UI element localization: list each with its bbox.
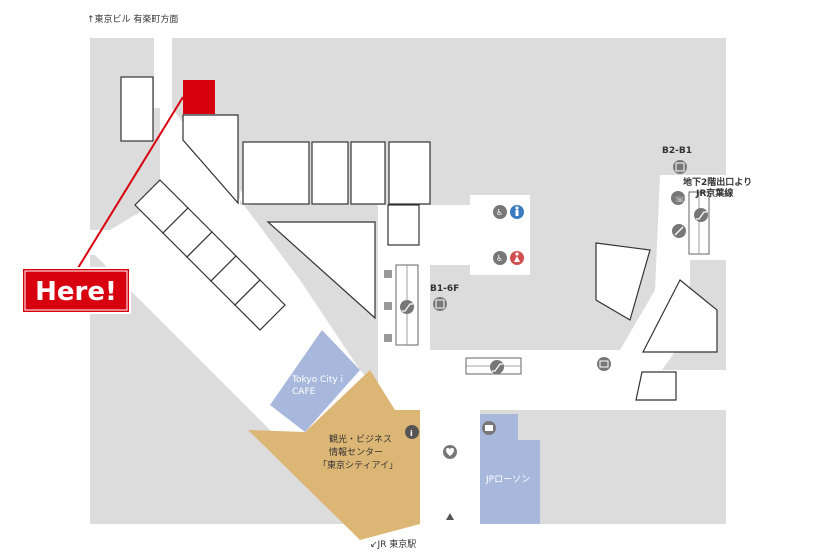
wheelchair-icon: ♿ — [493, 205, 507, 219]
here-pointer-line — [77, 96, 184, 269]
shop-triangle — [266, 221, 376, 320]
cafe-area — [270, 330, 360, 432]
shop-right-3 — [635, 371, 677, 401]
info-center-area — [248, 370, 420, 540]
corridor-upper — [430, 205, 470, 265]
svg-text:☏: ☏ — [675, 195, 685, 204]
b1-6f-label: B1-6F — [430, 284, 459, 294]
info-label-1: 観光・ビジネス — [329, 433, 392, 445]
shop-4 — [311, 141, 349, 205]
wheelchair-icon: ♿ — [493, 251, 507, 265]
cafe-label-2: CAFE — [292, 387, 316, 397]
lawson-label: JPローソン — [485, 475, 530, 485]
escalator-icon — [400, 300, 414, 314]
here-label: Here! — [35, 277, 117, 307]
shop-1 — [120, 76, 154, 142]
b2b1-label: B2-B1 — [662, 146, 692, 156]
svg-text:♿: ♿ — [496, 208, 503, 217]
escalator-icon — [694, 208, 708, 222]
shop-7 — [387, 204, 420, 246]
female-restroom-icon — [510, 251, 524, 265]
elevator-icon — [433, 297, 447, 311]
atm-icon — [672, 224, 686, 238]
locker-icon — [597, 357, 611, 371]
exit-arrow-icon — [446, 513, 454, 520]
bottom-direction-label: ↙JR 東京駅 — [370, 538, 416, 550]
lawson-notch — [518, 414, 542, 440]
information-icon: i — [405, 425, 419, 439]
shop-3 — [242, 141, 310, 205]
elevator-icon — [673, 160, 687, 174]
escalator-right — [688, 191, 710, 255]
shop-right-1 — [595, 242, 651, 321]
here-location — [183, 80, 215, 114]
svg-text:♿: ♿ — [496, 254, 503, 263]
keiyo-label-1: 地下2階出口より — [683, 176, 752, 188]
keiyo-label-2: JR京葉線 — [695, 187, 733, 199]
atm-icon — [482, 421, 496, 435]
exit-corridor — [420, 405, 480, 524]
escalator-icon — [490, 360, 504, 374]
phone-icon: ☏ — [671, 191, 685, 205]
cafe-label-1: Tokyo City i — [291, 375, 343, 385]
here-badge-inner — [24, 270, 128, 311]
shop-6 — [388, 141, 431, 205]
shop-right-2 — [642, 279, 718, 353]
top-direction-label: ↑東京ビル 有楽町方面 — [87, 13, 178, 25]
here-badge — [21, 267, 131, 314]
aed-icon — [443, 445, 457, 459]
shop-2 — [182, 114, 239, 205]
shop-block-diagonal — [134, 179, 286, 331]
info-label-2: 情報センター — [329, 446, 383, 458]
svg-text:i: i — [410, 429, 413, 438]
male-restroom-icon — [510, 205, 524, 219]
info-label-3: 「東京シティアイ」 — [318, 459, 398, 471]
shop-5 — [350, 141, 386, 205]
